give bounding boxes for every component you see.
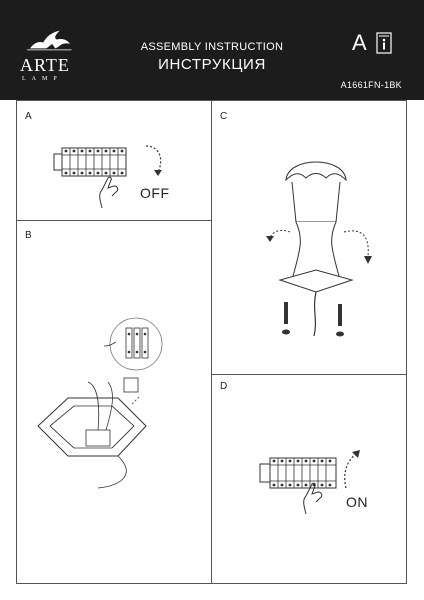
rotate-arrow-icon (145, 145, 162, 176)
lamp-icon (278, 161, 354, 337)
hand-icon (99, 176, 119, 209)
divider-left (16, 220, 212, 221)
model-number: A1661FN-1BK (340, 80, 402, 90)
off-label: OFF (140, 185, 170, 201)
rotate-arrow-icon-left (266, 229, 291, 242)
terminal-block-icon (53, 147, 127, 177)
wire-connector-icon (103, 317, 163, 371)
screw-icon (336, 304, 344, 337)
header: ARTE LAMP ASSEMBLY INSTRUCTION ИНСТРУКЦИ… (0, 0, 424, 100)
panel-a-label: A (25, 111, 32, 122)
brand-subtitle: LAMP (22, 76, 63, 82)
rotate-arrow-icon-right (343, 230, 372, 264)
panel-b-label: B (25, 230, 32, 241)
on-label: ON (346, 494, 368, 510)
divider-vertical (211, 100, 212, 584)
title-russian: ИНСТРУКЦИЯ (158, 56, 266, 73)
panel-d-label: D (220, 381, 228, 392)
terminal-block-icon (259, 457, 337, 489)
rotate-arrow-icon (344, 450, 360, 489)
griffin-logo-icon (26, 30, 72, 51)
lamp-head-icon (37, 377, 147, 489)
title-english: ASSEMBLY INSTRUCTION (140, 41, 284, 53)
screw-icon (282, 302, 290, 335)
divider-right (211, 374, 407, 375)
info-manual-icon (376, 32, 392, 54)
brand-name: ARTE (20, 55, 70, 75)
hand-icon (303, 482, 323, 515)
language-letter: A (352, 30, 367, 55)
panel-c-label: C (220, 111, 228, 122)
